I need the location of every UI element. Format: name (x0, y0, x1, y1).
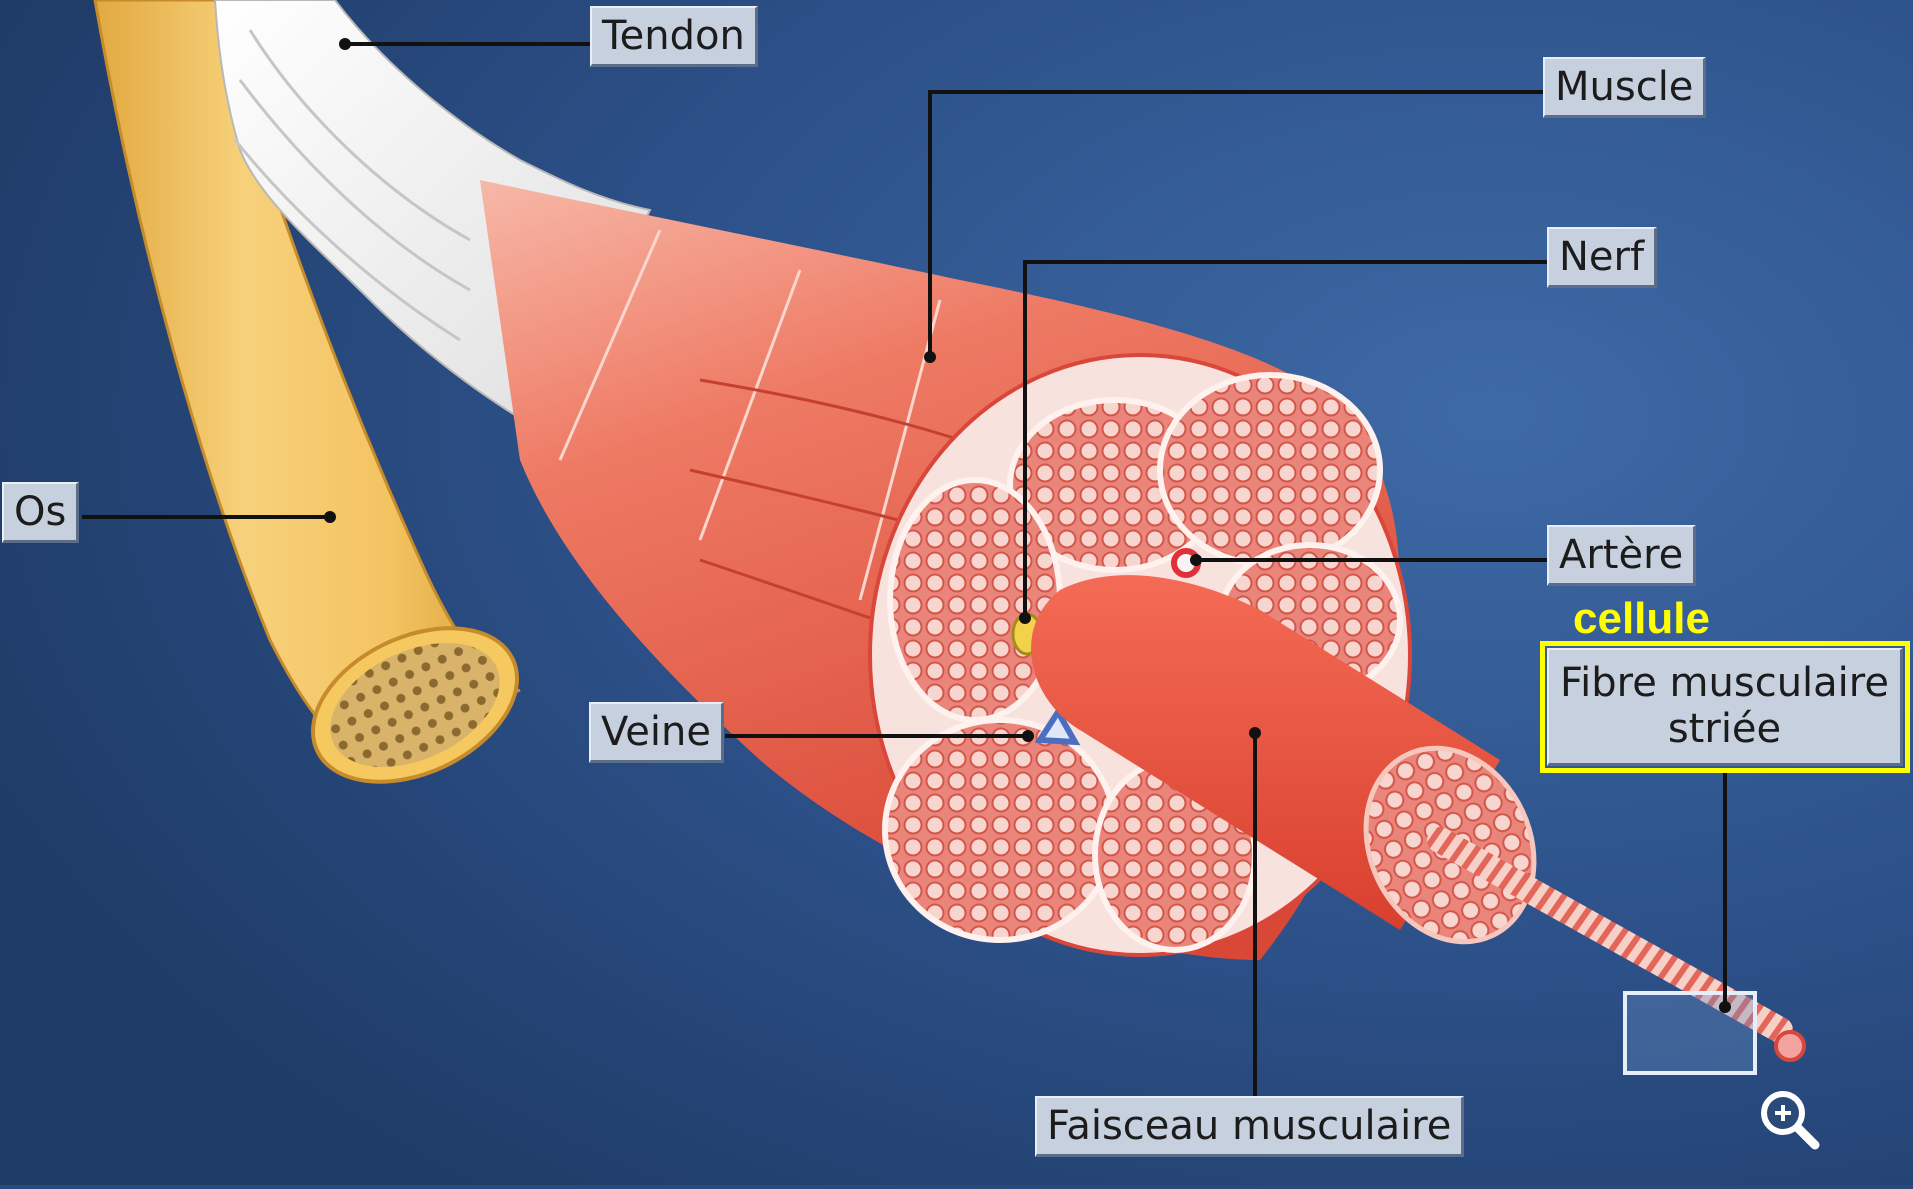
label-fibre: Fibre musculaire striée (1547, 648, 1903, 766)
zoom-in-icon[interactable] (1755, 1085, 1825, 1155)
selection-box (1625, 993, 1755, 1073)
label-faisceau: Faisceau musculaire (1035, 1096, 1464, 1157)
label-artere: Artère (1547, 525, 1696, 586)
label-nerf: Nerf (1547, 227, 1657, 288)
label-veine: Veine (589, 702, 724, 763)
label-os: Os (2, 482, 79, 543)
label-tendon: Tendon (590, 6, 758, 67)
annotation-cellule: cellule (1573, 597, 1710, 641)
label-muscle: Muscle (1543, 57, 1706, 118)
